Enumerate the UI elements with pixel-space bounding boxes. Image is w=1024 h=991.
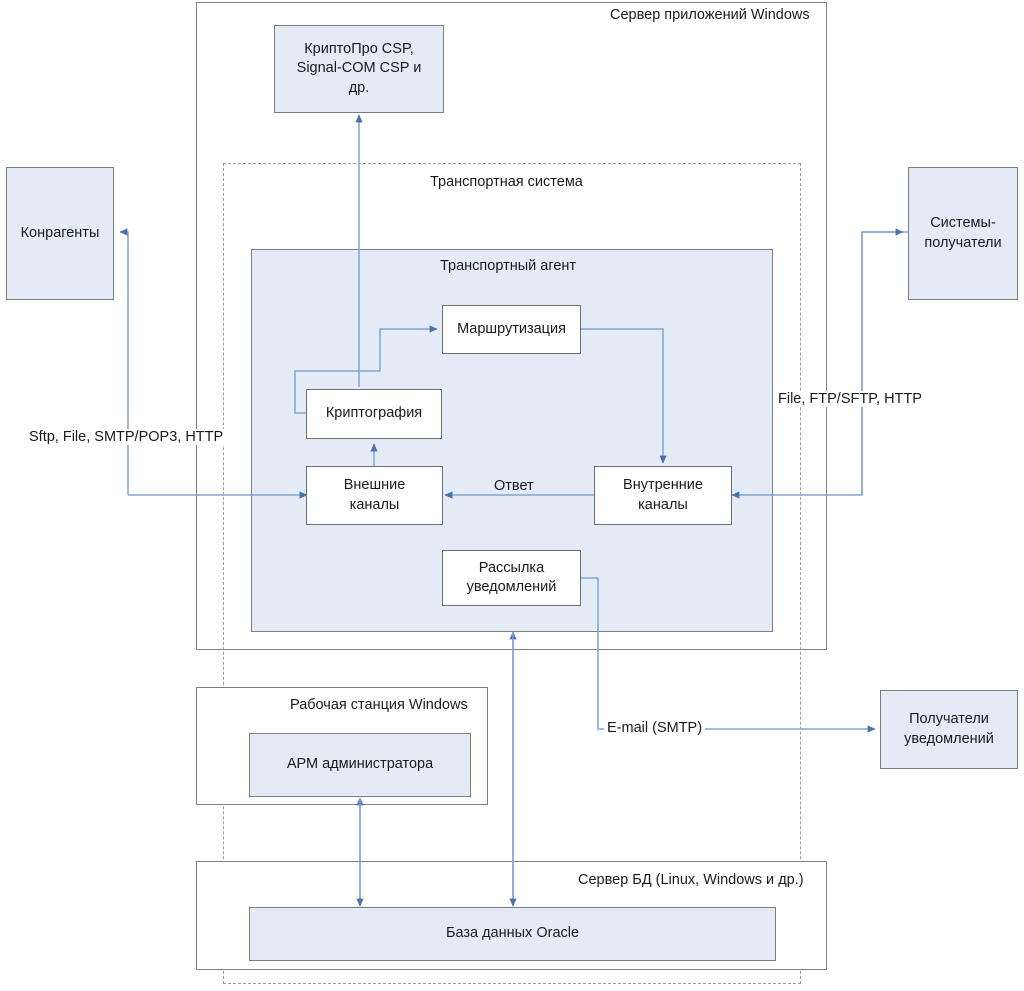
container-transport-system-label: Транспортная система [430,174,583,190]
node-oracle-db[interactable]: База данных Oracle [249,907,776,961]
container-workstation-label: Рабочая станция Windows [290,697,468,713]
node-csp[interactable]: КриптоПро CSP, Signal-COM CSP и др. [274,25,444,113]
node-admin-workstation[interactable]: АРМ администратора [249,733,471,797]
container-app-server-label: Сервер приложений Windows [610,7,810,23]
wire-to-receiver-systems [861,228,904,495]
edge-label-right-protocols: File, FTP/SFTP, HTTP [775,391,925,407]
node-notification-recipients[interactable]: Получатели уведомлений [880,690,1018,769]
container-db-server-label: Сервер БД (Linux, Windows и др.) [578,872,804,888]
edge-label-left-protocols: Sftp, File, SMTP/POP3, HTTP [26,429,227,445]
edge-label-email: E-mail (SMTP) [604,720,706,736]
node-internal-channels[interactable]: Внутренние каналы [594,466,732,525]
wire-external-to-counterparties [119,228,129,495]
node-counterparties[interactable]: Конрагенты [6,167,114,300]
node-routing[interactable]: Маршрутизация [442,305,581,354]
edge-label-response: Ответ [491,478,537,494]
node-cryptography[interactable]: Криптография [306,389,442,439]
container-transport-system [223,163,801,984]
container-transport-agent-label: Транспортный агент [440,258,577,274]
node-notifications-dispatch[interactable]: Рассылка уведомлений [442,550,581,606]
node-external-channels[interactable]: Внешние каналы [306,466,443,525]
node-receiver-systems[interactable]: Системы- получатели [908,167,1018,300]
